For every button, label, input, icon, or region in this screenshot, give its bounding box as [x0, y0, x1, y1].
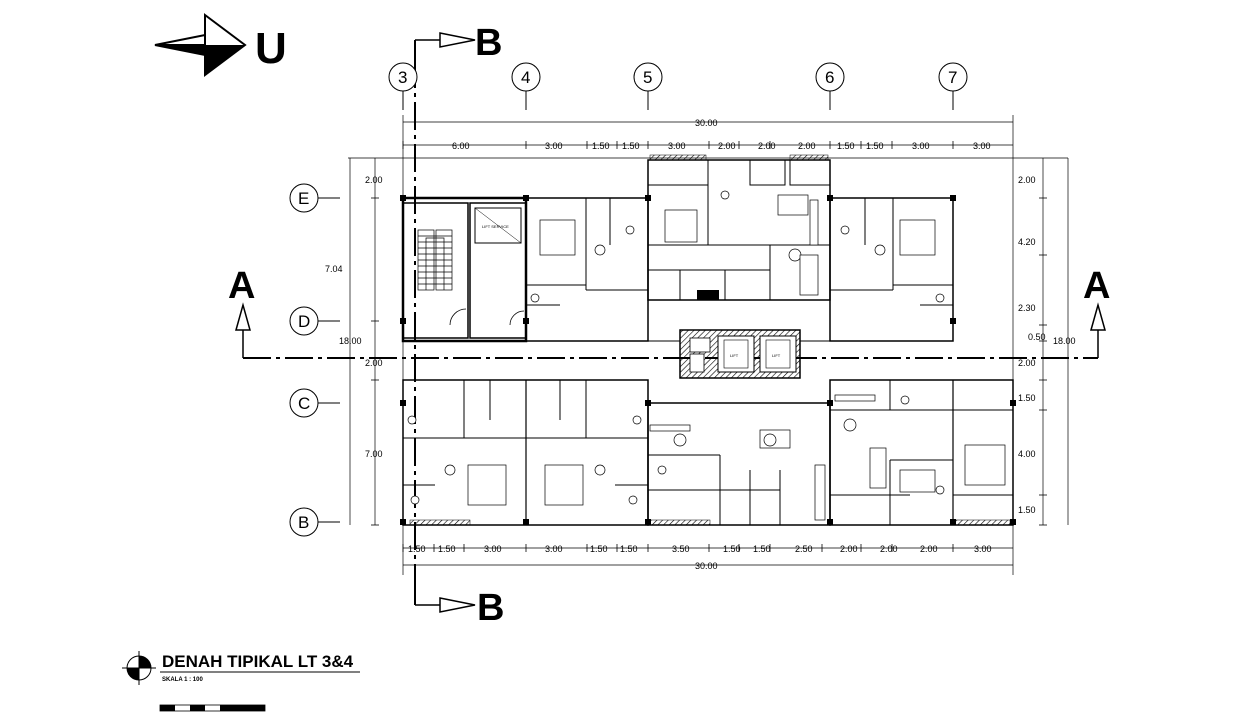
dim-bottom-11: 2.00: [880, 544, 898, 554]
section-a-right: A: [1083, 265, 1110, 358]
dim-top-3: 1.50: [622, 141, 640, 151]
dim-bottom-8: 1.50: [753, 544, 771, 554]
dim-right-segments: 2.00 4.20 2.30 0.50 2.00 1.50 4.00 1.50: [1018, 175, 1047, 526]
dim-right-total: 18.00: [1053, 336, 1076, 346]
service-lift-label: LIFT SERVICE: [482, 224, 509, 229]
section-b-letter-top: B: [475, 22, 502, 64]
north-arrow: U: [154, 13, 287, 77]
dim-left-1: 7.04: [325, 264, 343, 274]
dim-right-6: 4.00: [1018, 449, 1036, 459]
dim-bottom-5: 1.50: [620, 544, 638, 554]
grid-column-5: 5: [643, 68, 652, 87]
dim-bottom-3: 3.00: [545, 544, 563, 554]
dim-top-2: 1.50: [592, 141, 610, 151]
balconies: [409, 154, 1011, 526]
dim-right-0: 2.00: [1018, 175, 1036, 185]
drawing-title: DENAH TIPIKAL LT 3&4: [162, 652, 354, 671]
dim-top-10: 3.00: [912, 141, 930, 151]
dim-top-1: 3.00: [545, 141, 563, 151]
dim-bottom-9: 2.50: [795, 544, 813, 554]
dim-top-8: 1.50: [837, 141, 855, 151]
dim-bottom-total: 30.00: [695, 561, 718, 571]
dim-top-9: 1.50: [866, 141, 884, 151]
dim-left-3: 7.00: [365, 449, 383, 459]
stairs: [417, 229, 525, 326]
dim-top-0: 6.00: [452, 141, 470, 151]
north-letter: U: [255, 24, 287, 73]
dim-bottom-7: 1.50: [723, 544, 741, 554]
dim-right-1: 4.20: [1018, 237, 1036, 247]
dim-left-2: 2.00: [365, 358, 383, 368]
lift-2-label: LIFT: [772, 353, 781, 358]
grid-column-7: 7: [948, 68, 957, 87]
dim-top-4: 3.00: [668, 141, 686, 151]
dim-right-5: 1.50: [1018, 393, 1036, 403]
dim-bottom-6: 3.50: [672, 544, 690, 554]
dim-top-5: 2.00: [718, 141, 736, 151]
section-a-letter-left: A: [228, 265, 255, 307]
service-lift: [474, 207, 522, 244]
dim-top-7: 2.00: [798, 141, 816, 151]
grid-column-3: 3: [398, 68, 407, 87]
section-b-letter-bottom: B: [477, 587, 504, 629]
dim-right-3: 0.50: [1028, 332, 1046, 342]
grid-row-e: E: [298, 189, 309, 208]
structural-columns: [400, 195, 1016, 525]
dim-top-total: 30.00: [695, 118, 718, 128]
drawing-scale: SKALA 1 : 100: [162, 677, 203, 683]
dim-right-2: 2.30: [1018, 303, 1036, 313]
dim-left-segments: 2.00 7.04 2.00 7.00: [325, 175, 383, 526]
dim-right-7: 1.50: [1018, 505, 1036, 515]
grid-columns: [388, 62, 968, 110]
dim-bottom-0: 1.50: [408, 544, 426, 554]
dim-bottom-segments: 1.50 1.50 3.00 3.00 1.50 1.50 3.50 1.50 1.50 2.50…: [402, 544, 992, 554]
dim-left-total: 18.00: [339, 336, 362, 346]
dim-left-0: 2.00: [365, 175, 383, 185]
grid-row-c: C: [298, 394, 310, 413]
grid-column-4: 4: [521, 68, 530, 87]
dim-right-4: 2.00: [1018, 358, 1036, 368]
furniture: [407, 190, 1006, 521]
section-a-letter-right: A: [1083, 265, 1110, 307]
lift-core: [679, 329, 801, 379]
dim-bottom-4: 1.50: [590, 544, 608, 554]
building-walls: [401, 159, 1014, 526]
title-block: [122, 651, 360, 712]
dim-bottom-10: 2.00: [840, 544, 858, 554]
grid-row-b: B: [298, 513, 309, 532]
section-a-left: A: [228, 265, 255, 358]
dim-top-segments: 6.00 3.00 1.50 1.50 3.00 2.00 2.00 2.00 1.50 1.50…: [402, 141, 991, 151]
section-b-bottom: B: [414, 585, 504, 629]
dim-bottom-13: 3.00: [974, 544, 992, 554]
grid-row-d: D: [298, 312, 310, 331]
dim-bottom-12: 2.00: [920, 544, 938, 554]
lift-1-label: LIFT: [730, 353, 739, 358]
grid-rows: [289, 183, 340, 537]
grid-column-6: 6: [825, 68, 834, 87]
dim-bottom-1: 1.50: [438, 544, 456, 554]
section-b-top: B: [414, 22, 502, 64]
dim-top-11: 3.00: [973, 141, 991, 151]
dim-bottom-2: 3.00: [484, 544, 502, 554]
dim-top-6: 2.00: [758, 141, 776, 151]
